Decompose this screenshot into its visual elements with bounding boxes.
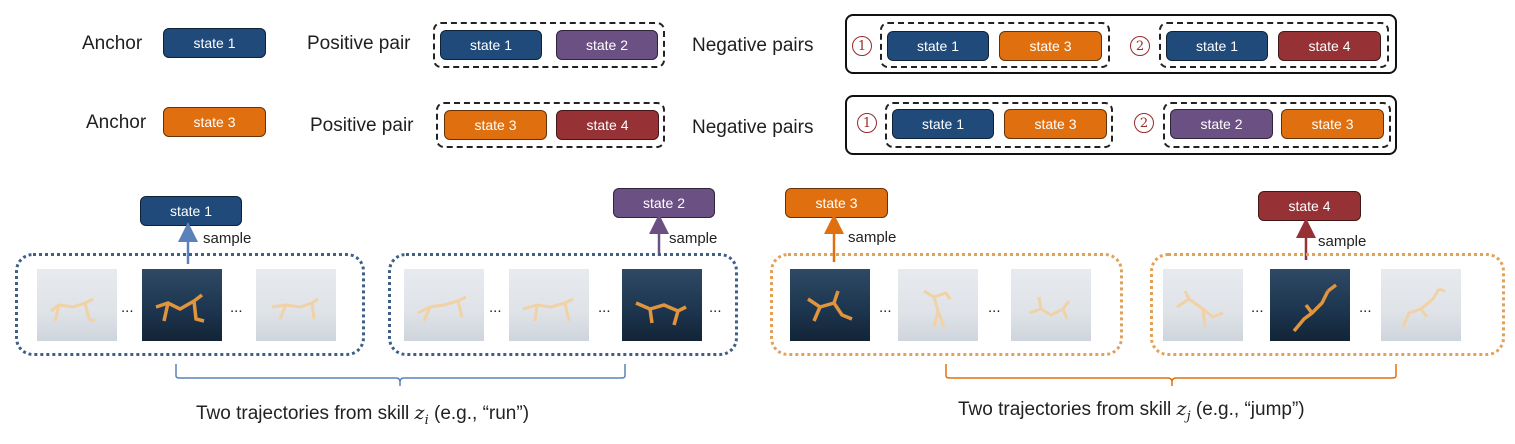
positive-label-row2: Positive pair: [310, 115, 414, 136]
neg-pair-2-state-b-row2: state 3: [1281, 109, 1384, 139]
sampled-state-3: state 3: [785, 188, 888, 218]
ellipsis: ...: [121, 299, 134, 316]
frame-image-selected: [142, 269, 222, 341]
positive-state-b-row1: state 2: [556, 30, 658, 60]
sampled-state-1: state 1: [140, 196, 242, 226]
trajectory-skill-i-2: [388, 253, 738, 356]
frame-image-selected: [1270, 269, 1350, 341]
caption-skill-j-sub: j: [1186, 408, 1191, 424]
sampled-state-4: state 4: [1258, 191, 1361, 221]
ellipsis: ...: [709, 299, 722, 316]
ellipsis: ...: [230, 299, 243, 316]
neg-pair-2-state-a-row1: state 1: [1166, 31, 1268, 61]
frame-image: [1163, 269, 1243, 341]
neg-number-1-row2: 1: [857, 113, 877, 133]
anchor-label-row1: Anchor: [82, 33, 143, 54]
frame-image: [404, 269, 484, 341]
caption-skill-j-var: z: [1176, 398, 1187, 420]
sample-label-2: sample: [669, 230, 718, 247]
caption-skill-i-var: z: [414, 402, 425, 424]
ellipsis: ...: [879, 299, 892, 316]
caption-skill-j-example: (e.g., “jump”): [1190, 399, 1305, 420]
ellipsis: ...: [598, 299, 611, 316]
positive-state-a-row2: state 3: [444, 110, 547, 140]
negative-label-row2: Negative pairs: [692, 117, 814, 138]
neg-pair-1-box-row2: [885, 102, 1113, 148]
positive-state-a-row1: state 1: [440, 30, 542, 60]
negative-label-row1: Negative pairs: [692, 35, 814, 56]
trajectory-skill-j-2: [1150, 253, 1505, 356]
caption-skill-i: Two trajectories from skill zi (e.g., “r…: [196, 402, 529, 429]
brace-skill-j: [945, 364, 1397, 386]
anchor-label-row2: Anchor: [86, 112, 147, 133]
positive-pair-box-row1: [433, 22, 665, 68]
caption-skill-j: Two trajectories from skill zj (e.g., “j…: [958, 398, 1305, 425]
neg-pair-1-state-a-row1: state 1: [887, 31, 989, 61]
trajectory-skill-i-1: [15, 253, 365, 356]
trajectory-skill-j-1: [770, 253, 1123, 356]
positive-pair-box-row2: [436, 102, 665, 148]
sample-label-4: sample: [1318, 233, 1367, 250]
neg-number-2-row2: 2: [1134, 113, 1154, 133]
frame-image-selected: [622, 269, 702, 341]
neg-pair-2-state-a-row2: state 2: [1170, 109, 1273, 139]
ellipsis: ...: [988, 299, 1001, 316]
caption-skill-i-example: (e.g., “run”): [428, 403, 530, 424]
sampled-state-2: state 2: [613, 188, 715, 218]
frame-image: [509, 269, 589, 341]
caption-skill-i-sub: i: [424, 412, 429, 428]
positive-state-b-row2: state 4: [556, 110, 659, 140]
caption-skill-j-text: Two trajectories from skill: [958, 399, 1177, 420]
anchor-state-row1: state 1: [163, 28, 266, 58]
frame-image: [37, 269, 117, 341]
neg-pair-1-state-b-row1: state 3: [999, 31, 1102, 61]
neg-pair-1-state-a-row2: state 1: [892, 109, 994, 139]
sample-label-1: sample: [203, 230, 252, 247]
ellipsis: ...: [1359, 299, 1372, 316]
negative-pairs-box-row2: [845, 95, 1397, 155]
positive-label-row1: Positive pair: [307, 33, 411, 54]
neg-number-1-row1: 1: [852, 36, 872, 56]
ellipsis: ...: [489, 299, 502, 316]
caption-skill-i-text: Two trajectories from skill: [196, 403, 415, 424]
frame-image-selected: [790, 269, 870, 341]
frame-image: [898, 269, 978, 341]
neg-pair-2-box-row2: [1163, 102, 1391, 148]
frame-image: [1381, 269, 1461, 341]
ellipsis: ...: [1251, 299, 1264, 316]
frame-image: [1011, 269, 1091, 341]
frame-image: [256, 269, 336, 341]
sample-label-3: sample: [848, 229, 897, 246]
neg-pair-2-box-row1: [1159, 22, 1389, 68]
neg-pair-2-state-b-row1: state 4: [1278, 31, 1381, 61]
anchor-state-row2: state 3: [163, 107, 266, 137]
negative-pairs-box-row1: [845, 14, 1397, 74]
neg-pair-1-box-row1: [880, 22, 1110, 68]
neg-pair-1-state-b-row2: state 3: [1004, 109, 1107, 139]
neg-number-2-row1: 2: [1130, 36, 1150, 56]
brace-skill-i: [175, 364, 626, 386]
